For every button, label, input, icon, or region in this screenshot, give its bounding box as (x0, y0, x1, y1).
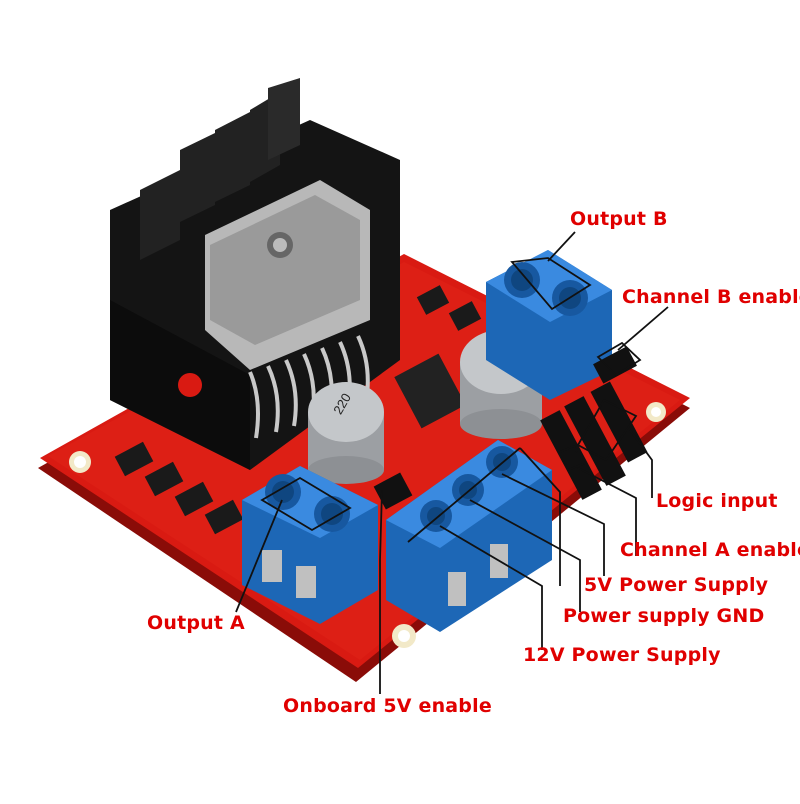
heatsink (110, 78, 400, 470)
header-pins (373, 346, 648, 510)
label-channel-b-enable: Channel B enable (622, 286, 800, 308)
label-output-a: Output A (147, 612, 245, 634)
label-output-b: Output B (570, 208, 668, 230)
terminal-output-a (242, 466, 378, 624)
smd-components (114, 285, 482, 535)
capacitor-left: 220 (308, 382, 384, 484)
label-channel-a-enable: Channel A enable (620, 539, 800, 561)
label-power-supply-gnd: Power supply GND (563, 605, 765, 627)
label-12v-power-supply: 12V Power Supply (523, 644, 721, 666)
label-onboard-5v-enable: Onboard 5V enable (283, 695, 492, 717)
label-logic-input: Logic input (656, 490, 778, 512)
leader-lines (235, 231, 669, 694)
label-5v-power-supply: 5V Power Supply (584, 574, 769, 596)
